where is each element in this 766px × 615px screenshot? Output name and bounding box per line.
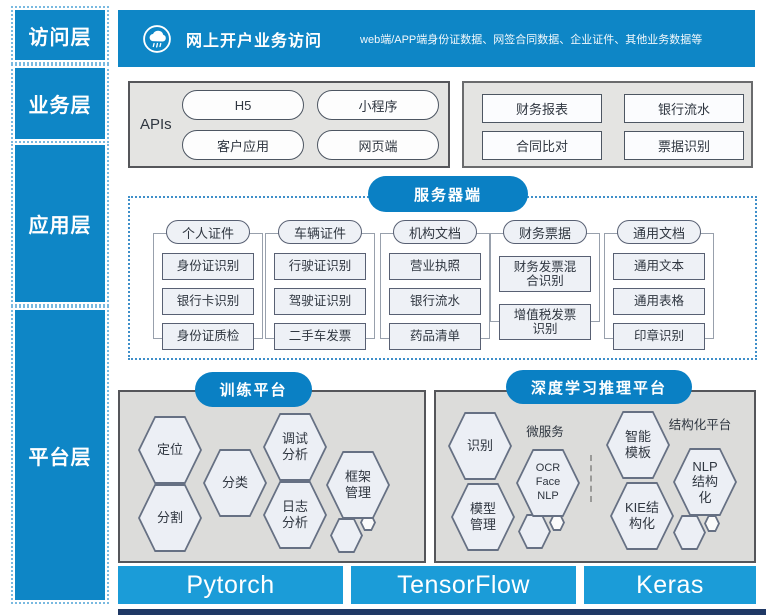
hexagon-segmentation: 分割 bbox=[138, 484, 202, 552]
access-subtitle: web端/APP端身份证数据、网签合同数据、企业证件、其他业务数据等 bbox=[360, 33, 703, 46]
microservice-label: 微服务 bbox=[526, 425, 564, 439]
cloud-service-icon bbox=[143, 24, 171, 53]
app-item: 驾驶证识别 bbox=[274, 288, 366, 315]
column-title: 机构文档 bbox=[393, 220, 477, 244]
apis-panel: APIs H5 小程序 客户应用 网页端 bbox=[128, 81, 450, 168]
app-item: 营业执照 bbox=[389, 253, 481, 280]
service-contract-compare: 合同比对 bbox=[482, 131, 602, 160]
hexagon-ocr-face-nlp: OCR Face NLP bbox=[516, 449, 580, 517]
inference-platform-pill: 深度学习推理平台 bbox=[506, 370, 692, 404]
app-item: 行驶证识别 bbox=[274, 253, 366, 280]
server-side-pill: 服务器端 bbox=[368, 176, 528, 212]
framework-bar-pytorch: Pytorch bbox=[118, 566, 343, 604]
app-item: 身份证质检 bbox=[162, 323, 254, 350]
column-title: 个人证件 bbox=[166, 220, 250, 244]
footer-strip bbox=[118, 609, 766, 615]
layer-label-platform: 平台层 bbox=[11, 306, 109, 604]
structured-platform-label: 结构化平台 bbox=[668, 418, 732, 432]
service-bank-statement: 银行流水 bbox=[624, 94, 744, 123]
business-service-panel: 财务报表 银行流水 合同比对 票据识别 bbox=[462, 81, 753, 168]
decor-hexagon bbox=[704, 515, 720, 532]
service-financial-report: 财务报表 bbox=[482, 94, 602, 123]
api-pill-h5: H5 bbox=[182, 90, 304, 120]
hexagon-framework-mgmt: 框架管理 bbox=[326, 451, 390, 519]
hexagon-localization: 定位 bbox=[138, 416, 202, 484]
hexagon-kie-structuring: KIE结构化 bbox=[610, 482, 674, 550]
decor-hexagon bbox=[518, 514, 551, 549]
column-title: 财务票据 bbox=[503, 220, 587, 244]
hexagon-model-mgmt: 模型管理 bbox=[451, 483, 515, 551]
hexagon-nlp-structuring: NLP结构化 bbox=[673, 448, 737, 516]
hexagon-log-analysis: 日志分析 bbox=[263, 481, 327, 549]
app-item: 增值税发票识别 bbox=[499, 304, 591, 340]
app-item: 身份证识别 bbox=[162, 253, 254, 280]
framework-bar-keras: Keras bbox=[584, 566, 756, 604]
decor-hexagon bbox=[549, 514, 565, 531]
layer-label-application: 应用层 bbox=[11, 141, 109, 306]
app-item: 二手车发票 bbox=[274, 323, 366, 350]
access-header-bar: 网上开户业务访问 web端/APP端身份证数据、网签合同数据、企业证件、其他业务… bbox=[118, 10, 755, 67]
api-pill-miniprogram: 小程序 bbox=[317, 90, 439, 120]
hexagon-recognition: 识别 bbox=[448, 412, 512, 480]
hexagon-debug-analysis: 调试分析 bbox=[263, 413, 327, 481]
apis-label: APIs bbox=[140, 116, 172, 133]
app-item: 银行流水 bbox=[389, 288, 481, 315]
app-item: 药品清单 bbox=[389, 323, 481, 350]
app-item: 印章识别 bbox=[613, 323, 705, 350]
decor-hexagon bbox=[330, 518, 363, 553]
app-item: 通用文本 bbox=[613, 253, 705, 280]
column-title: 通用文档 bbox=[617, 220, 701, 244]
layer-label-business: 业务层 bbox=[11, 64, 109, 143]
app-item: 银行卡识别 bbox=[162, 288, 254, 315]
app-item: 通用表格 bbox=[613, 288, 705, 315]
column-title: 车辆证件 bbox=[278, 220, 362, 244]
decor-hexagon bbox=[673, 515, 706, 550]
service-bill-recognition: 票据识别 bbox=[624, 131, 744, 160]
app-item: 财务发票混合识别 bbox=[499, 256, 591, 292]
dashed-divider bbox=[590, 455, 592, 502]
api-pill-client-app: 客户应用 bbox=[182, 130, 304, 160]
hexagon-classification: 分类 bbox=[203, 449, 267, 517]
hexagon-smart-template: 智能模板 bbox=[606, 411, 670, 479]
layer-label-access: 访问层 bbox=[11, 6, 109, 64]
training-platform-pill: 训练平台 bbox=[195, 372, 312, 407]
framework-bar-tensorflow: TensorFlow bbox=[351, 566, 576, 604]
api-pill-web: 网页端 bbox=[317, 130, 439, 160]
access-title: 网上开户业务访问 bbox=[186, 32, 323, 50]
